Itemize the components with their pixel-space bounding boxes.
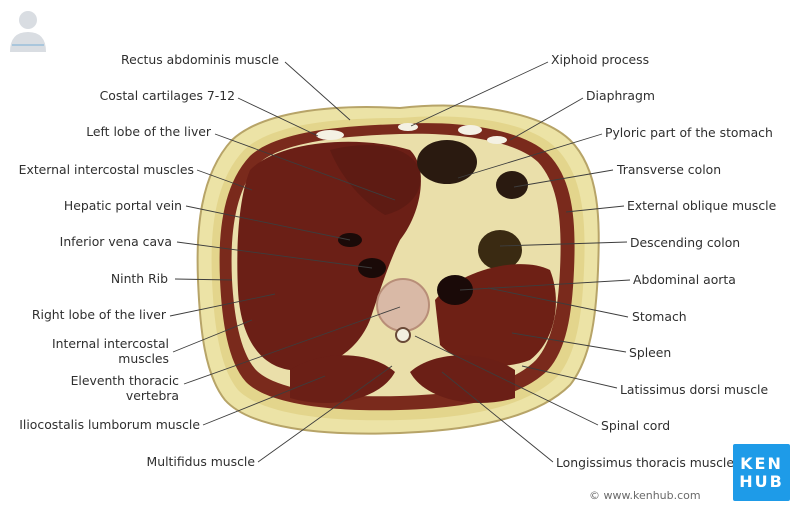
logo-line-1: KEN	[740, 453, 783, 473]
label-left-lobe-of-liver: Left lobe of the liver	[86, 124, 211, 139]
label-abdominal-aorta: Abdominal aorta	[633, 272, 736, 287]
label-spinal-cord: Spinal cord	[601, 418, 671, 433]
user-profile-icon[interactable]	[8, 8, 48, 54]
label-xiphoid-process: Xiphoid process	[551, 52, 650, 67]
label-internal-intercostal-muscles: Internal intercostal muscles	[52, 336, 169, 366]
label-rectus-abdominis-muscle: Rectus abdominis muscle	[121, 52, 279, 67]
label-longissimus-thoracis-muscle: Longissimus thoracis muscle	[556, 455, 734, 470]
copyright-text: © www.kenhub.com	[589, 489, 701, 502]
label-inferior-vena-cava: Inferior vena cava	[59, 234, 172, 249]
label-pyloric-part-of-stomach: Pyloric part of the stomach	[605, 125, 773, 140]
label-line-1: Internal intercostal	[51, 336, 169, 351]
label-line-2: muscles	[118, 351, 169, 366]
label-stomach: Stomach	[632, 309, 687, 324]
label-hepatic-portal-vein: Hepatic portal vein	[63, 198, 182, 213]
label-spleen: Spleen	[629, 345, 672, 360]
logo-line-2: HUB	[739, 471, 784, 491]
kenhub-logo[interactable]: KEN HUB	[733, 444, 790, 501]
label-iliocostalis-lumborum-muscle: Iliocostalis lumborum muscle	[19, 417, 200, 432]
label-right-lobe-of-liver: Right lobe of the liver	[31, 307, 166, 322]
label-multifidus-muscle: Multifidus muscle	[146, 454, 255, 469]
label-line-1: Eleventh thoracic	[70, 373, 179, 388]
label-external-intercostal-muscles: External intercostal muscles	[18, 162, 194, 177]
label-eleventh-thoracic-vertebra: Eleventh thoracic vertebra	[71, 373, 179, 403]
label-transverse-colon: Transverse colon	[617, 162, 722, 177]
label-costal-cartilages: Costal cartilages 7-12	[99, 88, 235, 103]
label-diaphragm: Diaphragm	[586, 88, 655, 103]
label-latissimus-dorsi-muscle: Latissimus dorsi muscle	[620, 382, 769, 397]
label-line-2: vertebra	[125, 388, 179, 403]
label-descending-colon: Descending colon	[630, 235, 741, 250]
label-external-oblique-muscle: External oblique muscle	[627, 198, 777, 213]
label-ninth-rib: Ninth Rib	[110, 271, 168, 286]
